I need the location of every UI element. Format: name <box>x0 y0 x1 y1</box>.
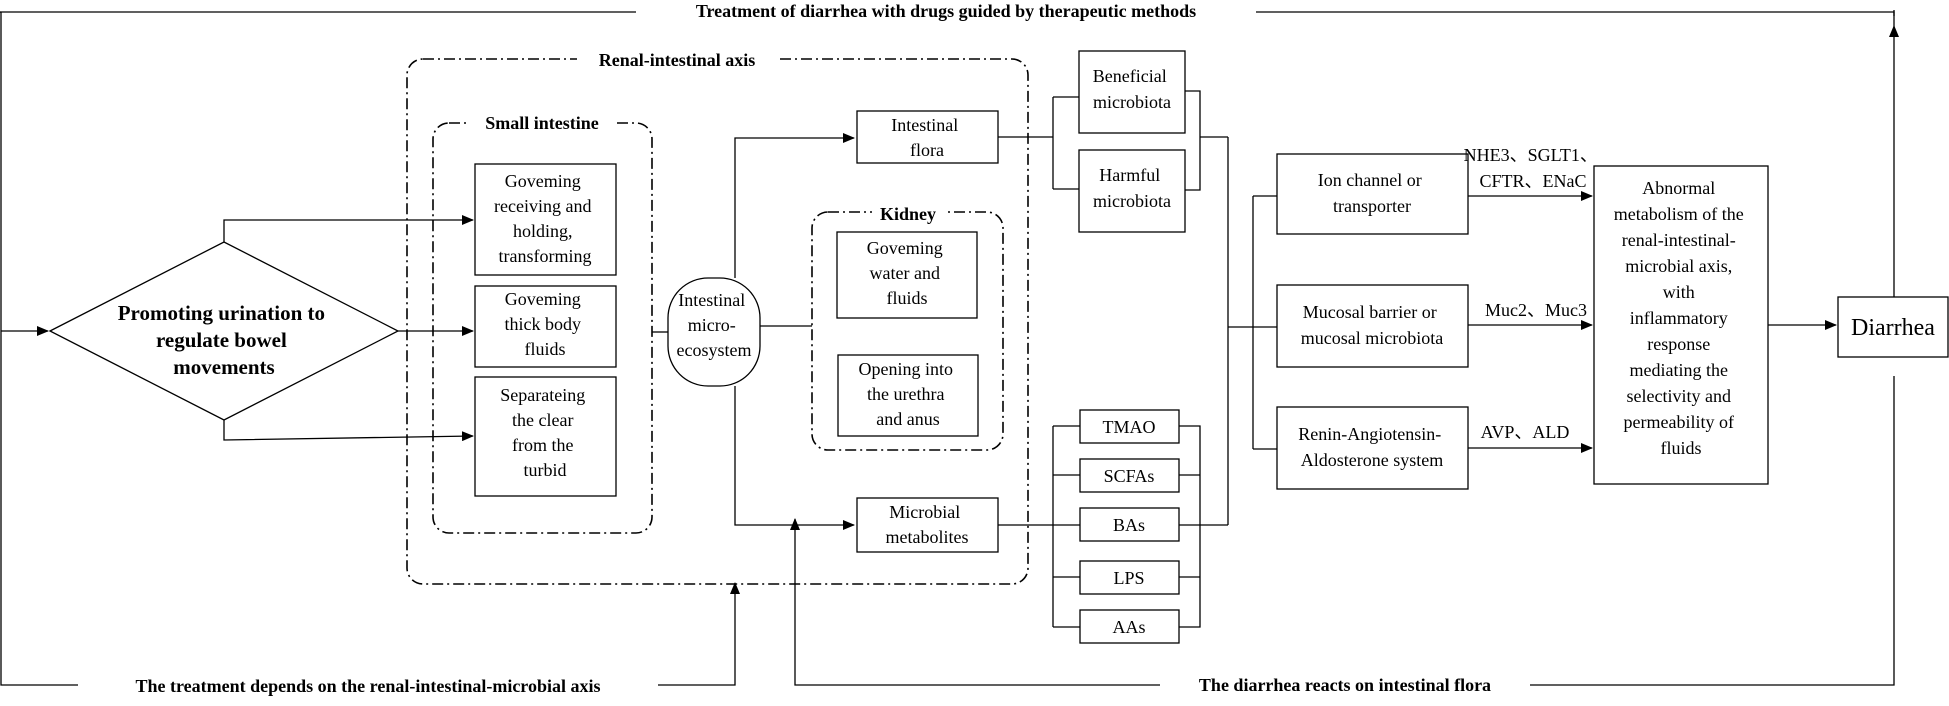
metabolite-aas-label: AAs <box>1112 617 1145 637</box>
thick-body-fluids-label: Goveming thick body fluids <box>505 289 586 359</box>
water-fluids-label: Goveming water and fluids <box>867 238 948 308</box>
arrow-to-microbial-metabolites <box>734 386 855 530</box>
beneficial-microbiota-box <box>1078 50 1186 134</box>
top-feedback-label: Treatment of diarrhea with drugs guided … <box>696 1 1196 21</box>
raas-label: Renin-Angiotensin- Aldosterone system <box>1298 424 1445 470</box>
receiving-holding-box <box>474 163 617 276</box>
bottom-right-feedback-label: The diarrhea reacts on intestinal flora <box>1199 675 1491 695</box>
intestinal-flora-box <box>856 110 999 164</box>
renal-intestinal-axis-title: Renal-intestinal axis <box>599 50 756 70</box>
metabolite-tmao-box <box>1079 409 1180 444</box>
raas-markers: AVP、ALD <box>1481 422 1570 442</box>
mechanism-branch-lines <box>1227 137 1277 525</box>
metabolite-lps-label: LPS <box>1113 568 1144 588</box>
metabolites-merge-lines <box>1179 425 1228 628</box>
thick-body-fluids-box <box>474 285 617 368</box>
ion-channel-markers: NHE3、SGLT1、 CFTR、ENaC <box>1464 145 1603 191</box>
small-intestine-title: Small intestine <box>485 113 599 133</box>
urethra-anus-label: Opening into the urethra and anus <box>859 359 958 429</box>
small-intestine-title-mask <box>466 113 616 133</box>
separating-clear-label: Separateing the clear from the turbid <box>500 385 589 480</box>
top-label-mask <box>636 2 1256 22</box>
bottom-left-feedback-label: The treatment depends on the renal-intes… <box>136 676 601 696</box>
bottom-right-label-mask <box>1160 675 1530 697</box>
micro-ecosystem-label: Intestinal micro- ecosystem <box>677 290 752 360</box>
bottom-left-label-mask <box>78 675 658 697</box>
microbiota-merge-lines <box>1185 90 1228 191</box>
raas-box <box>1276 406 1469 490</box>
receiving-holding-label: Goveming receiving and holding, transfor… <box>494 171 596 266</box>
beneficial-microbiota-label: Beneficial microbiota <box>1093 66 1171 112</box>
abnormal-metabolism-box <box>1593 165 1769 485</box>
diarrhea-box <box>1837 296 1949 358</box>
arrow-to-receiving <box>223 215 474 242</box>
microbial-metabolites-label: Microbial metabolites <box>886 502 969 547</box>
microbial-metabolites-box <box>856 497 999 553</box>
metabolite-lps-box <box>1079 560 1180 595</box>
flora-branch-lines <box>998 96 1079 190</box>
axis-title-mask <box>577 50 777 70</box>
separating-clear-box <box>474 376 617 497</box>
intestinal-flora-label: Intestinal flora <box>891 115 962 160</box>
metabolites-branch-lines <box>998 425 1080 628</box>
metabolite-scfas-box <box>1079 458 1180 493</box>
mucosal-markers: Muc2、Muc3 <box>1485 300 1587 320</box>
metabolite-tmao-label: TMAO <box>1103 417 1156 437</box>
abnormal-metabolism-label: Abnormal metabolism of the renal-intesti… <box>1614 178 1748 458</box>
micro-ecosystem-node <box>667 277 761 387</box>
diarrhea-label: Diarrhea <box>1851 315 1935 341</box>
ion-channel-box <box>1276 153 1469 235</box>
metabolite-bas-label: BAs <box>1113 515 1145 535</box>
arrow-to-intestinal-flora <box>734 133 855 278</box>
metabolite-bas-box <box>1079 507 1180 542</box>
mucosal-barrier-label: Mucosal barrier or mucosal microbiota <box>1301 302 1443 348</box>
water-fluids-box <box>836 231 978 319</box>
therapy-label: Promoting urination to regulate bowel mo… <box>118 301 331 379</box>
harmful-microbiota-label: Harmful microbiota <box>1093 165 1171 211</box>
urethra-anus-box <box>837 354 979 437</box>
ion-channel-label: Ion channel or transporter <box>1318 170 1426 216</box>
kidney-title: Kidney <box>880 204 936 224</box>
kidney-title-mask <box>872 204 944 224</box>
mucosal-barrier-box <box>1276 284 1469 368</box>
arrow-to-separating <box>223 420 474 442</box>
harmful-microbiota-box <box>1078 149 1186 233</box>
metabolite-scfas-label: SCFAs <box>1104 466 1155 486</box>
